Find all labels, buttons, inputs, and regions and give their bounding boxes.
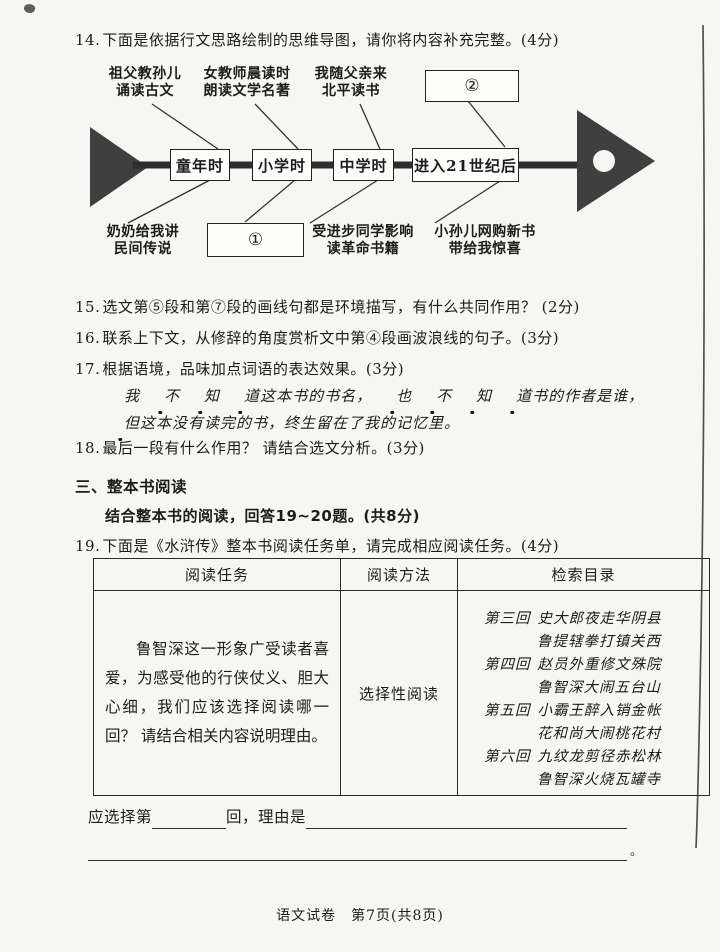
question-18: 18.最后一段有什么作用？ 请结合选文分析。(3分) — [75, 439, 425, 457]
top-label-grandfather: 祖父教孙儿 诵读古文 — [108, 66, 182, 99]
question-19: 19.下面是《水浒传》整本书阅读任务单，请完成相应阅读任务。(4分) — [75, 537, 560, 555]
header-task: 阅读任务 — [93, 558, 341, 591]
spine-box-middle: 中学时 — [333, 149, 394, 181]
section-title: 三、整本书阅读 — [75, 478, 188, 496]
question-14: 14.下面是依据行文思路绘制的思维导图，请你将内容补充完整。(4分) — [75, 30, 660, 50]
section-intro: 结合整本书的阅读，回答19~20题。(共8分) — [105, 507, 420, 525]
top-label-beiping: 我随父亲来 北平读书 — [314, 66, 388, 99]
method-cell: 选择性阅读 — [340, 590, 458, 796]
fish-eye-icon — [593, 150, 615, 172]
bottom-label-grandson: 小孙儿网购新书 带给我惊喜 — [434, 224, 536, 257]
quoted-sentence: 我不知道这本书的书名，也不知道书的作者是谁，但这本没有读完的书，终生留在了我的记… — [100, 383, 650, 437]
fish-head-icon — [577, 110, 655, 212]
catalog-chapter: 第六回九纹龙剪径赤松林 鲁智深火烧瓦罐寺 — [484, 749, 662, 788]
answer-end-period: 。 — [630, 844, 643, 858]
header-catalog: 检索目录 — [457, 558, 710, 591]
bottom-label-classmates: 受进步同学影响 读革命书籍 — [312, 224, 414, 257]
table-header-row: 阅读任务 阅读方法 检索目录 — [93, 558, 710, 591]
top-label-teacher: 女教师晨读时 朗读文学名著 — [203, 66, 291, 99]
blank-box-1: ① — [207, 223, 304, 257]
answer-line: 应选择第 回，理由是 — [88, 806, 627, 829]
table-body-row: 鲁智深这一形象广受读者喜爱，为感受他的行侠仗义、胆大心细，我们应该选择阅读哪一回… — [93, 590, 710, 796]
task-cell: 鲁智深这一形象广受读者喜爱，为感受他的行侠仗义、胆大心细，我们应该选择阅读哪一回… — [93, 590, 341, 796]
scan-smudge — [22, 2, 37, 15]
spine-box-primary: 小学时 — [252, 149, 312, 181]
answer-blank-reason-line2 — [88, 838, 627, 861]
catalog-cell: 第三回史大郎夜走华阴县 鲁提辖拳打镇关西 第四回赵员外重修文殊院 鲁智深大闹五台… — [457, 590, 710, 796]
question-16: 16.联系上下文，从修辞的角度赏析文中第④段画波浪线的句子。(3分) — [75, 329, 560, 347]
answer-prefix: 应选择第 — [88, 808, 153, 826]
answer-mid: 回，理由是 — [226, 808, 307, 826]
answer-blank-reason — [306, 807, 627, 829]
spine-box-21century: 进入21世纪后 — [412, 148, 519, 182]
answer-blank-chapter — [152, 807, 227, 829]
catalog-chapter: 第四回赵员外重修文殊院 鲁智深大闹五台山 — [484, 657, 662, 696]
connector-lines — [127, 100, 506, 224]
fish-tail-icon — [90, 127, 148, 207]
reading-task-table: 阅读任务 阅读方法 检索目录 鲁智深这一形象广受读者喜爱，为感受他的行侠仗义、胆… — [93, 558, 710, 796]
bottom-label-grandma: 奶奶给我讲 民间传说 — [106, 224, 180, 257]
catalog-chapter: 第三回史大郎夜走华阴县 鲁提辖拳打镇关西 — [484, 611, 662, 650]
question-number: 14. — [75, 31, 101, 49]
fishbone-mindmap: 祖父教孙儿 诵读古文 女教师晨读时 朗读文学名著 我随父亲来 北平读书 ② 童年… — [75, 60, 675, 275]
catalog-chapter: 第五回小霸王醉入销金帐 花和尚大闹桃花村 — [484, 703, 662, 742]
question-text: 下面是依据行文思路绘制的思维导图，请你将内容补充完整。(4分) — [102, 31, 560, 49]
question-17: 17.根据语境，品味加点词语的表达效果。(3分) — [75, 360, 405, 378]
question-15: 15.选文第⑤段和第⑦段的画线句都是环境描写，有什么共同作用？ (2分) — [75, 298, 580, 316]
spine-box-childhood: 童年时 — [170, 149, 230, 181]
page-footer: 语文试卷 第7页(共8页) — [276, 908, 444, 924]
header-method: 阅读方法 — [340, 558, 458, 591]
blank-box-2: ② — [425, 70, 519, 102]
